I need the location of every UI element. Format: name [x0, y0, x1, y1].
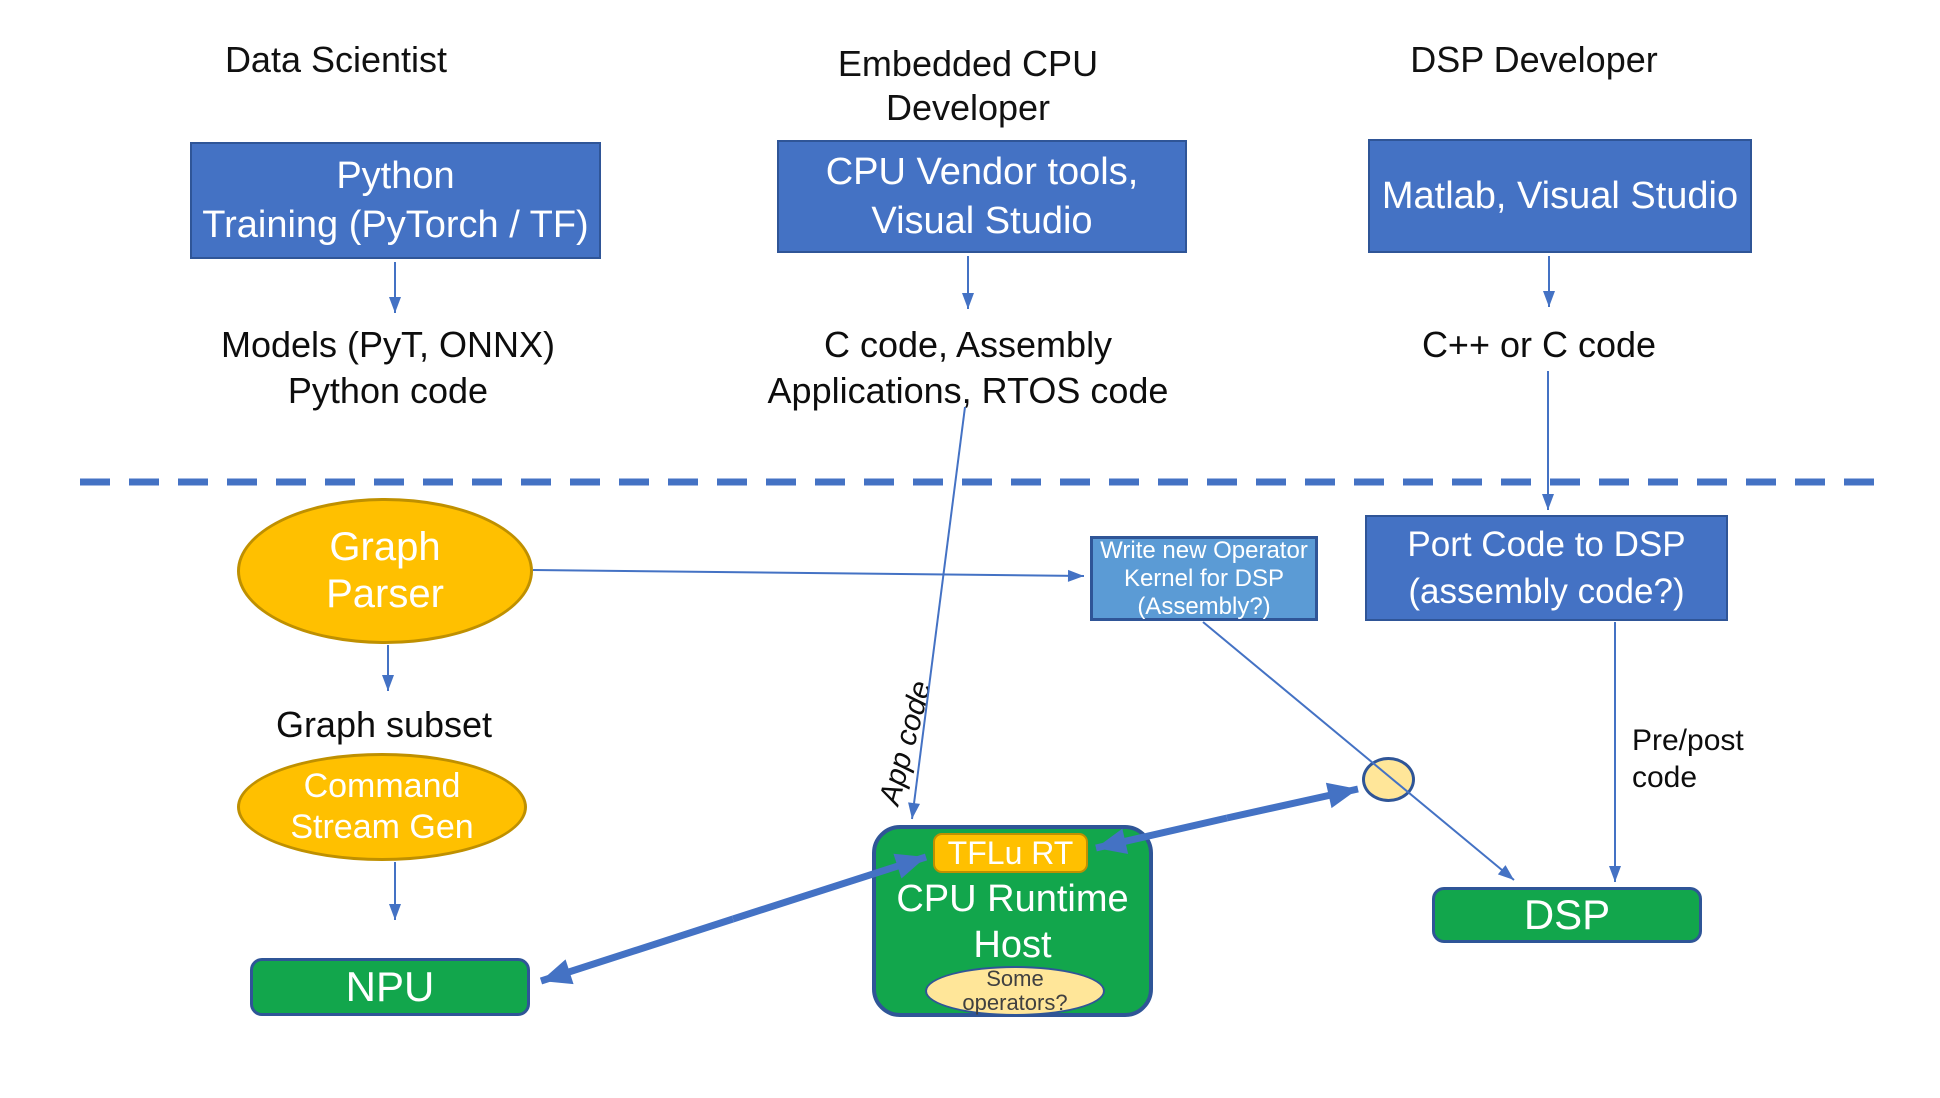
ellipse-some-operators: Some operators? — [925, 966, 1105, 1016]
ellipse-graph-parser: Graph Parser — [237, 498, 533, 644]
junction-circle — [1362, 757, 1415, 802]
box-cpu-vendor-tools: CPU Vendor tools, Visual Studio — [777, 140, 1187, 253]
box-npu: NPU — [250, 958, 530, 1016]
arrow-app-code-to-cpu-runtime — [908, 406, 966, 820]
label-cpp-or-c-code: C++ or C code — [1421, 324, 1657, 365]
heading-embedded-cpu-developer: Embedded CPU Developer — [837, 43, 1099, 128]
label-models-python-code: Models (PyT, ONNX) Python code — [220, 324, 556, 411]
label-graph-subset: Graph subset — [275, 704, 493, 745]
ellipse-command-stream-gen: Command Stream Gen — [237, 753, 527, 861]
box-write-new-operator-kernel: Write new Operator Kernel for DSP (Assem… — [1090, 536, 1318, 621]
heading-data-scientist: Data Scientist — [224, 39, 448, 80]
arrow-graph-parser-to-write-kernel — [532, 569, 1085, 582]
badge-tflu-rt: TFLu RT — [933, 833, 1088, 873]
box-dsp: DSP — [1432, 887, 1702, 943]
box-python-training: Python Training (PyTorch / TF) — [190, 142, 601, 259]
edge-label-app-code: App code — [873, 677, 938, 809]
thick-arrow-tflu-to-junction — [1226, 782, 1359, 822]
heading-dsp-developer: DSP Developer — [1410, 39, 1658, 80]
label-cpu-runtime-host: CPU Runtime Host — [896, 878, 1129, 966]
box-matlab-visual-studio: Matlab, Visual Studio — [1368, 139, 1752, 253]
edge-label-pre-post-code: Pre/post code — [1632, 724, 1744, 794]
label-c-code-assembly: C code, Assembly Applications, RTOS code — [767, 324, 1169, 411]
box-port-code-to-dsp: Port Code to DSP (assembly code?) — [1365, 515, 1728, 621]
arrow-write-kernel-to-dsp — [1202, 621, 1515, 881]
thick-arrow-tflu-to-npu — [539, 915, 735, 985]
